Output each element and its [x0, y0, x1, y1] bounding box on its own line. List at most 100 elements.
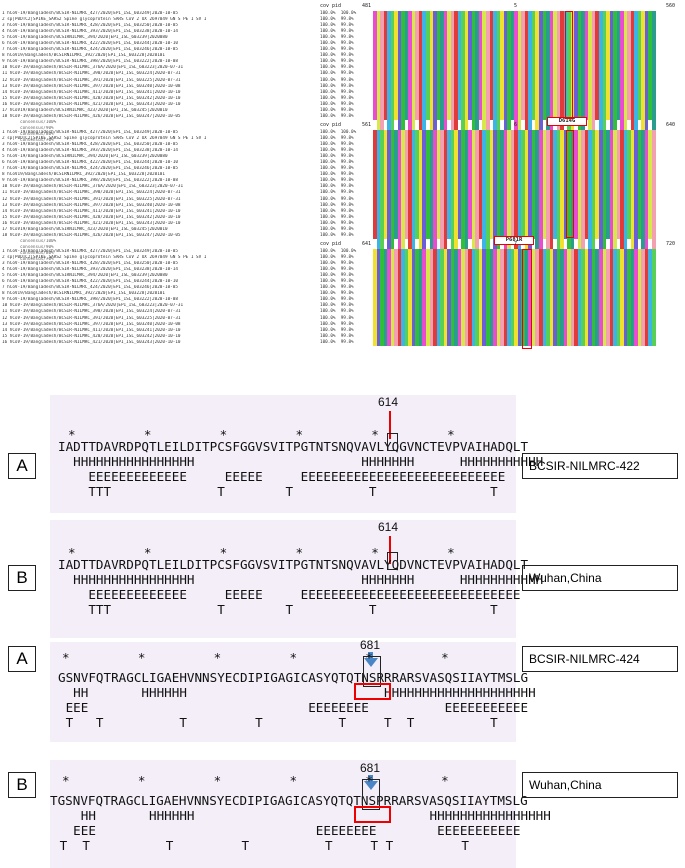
sequence-id: 11 hCoV-19/Bangladesh/BCSIR-NILMRC_390/2…	[2, 71, 181, 77]
sequence-stat: 100.0% 99.8%	[320, 142, 354, 148]
sequence-stat: 100.0% 99.8%	[320, 107, 354, 113]
sequence-stat: 100.0% 99.8%	[320, 214, 354, 220]
helix-highlight-box	[354, 683, 391, 700]
consensus-label: consensus/80%	[20, 250, 54, 256]
mutation-label: P681R	[494, 236, 534, 245]
sequence-id: 1 hCoV-19/Bangladesh/BCSIR-NILMRC_427/20…	[2, 249, 178, 254]
sequence-id: 12 hCoV-19/Bangladesh/BCSIR-NILMRC_391/2…	[2, 196, 181, 202]
strand-row: EEE EEEEEEEE EEEEEEEEEEE	[58, 700, 529, 715]
sequence-id: 15 hCoV-19/Bangladesh/BCSIR-NILMRC_420/2…	[2, 214, 181, 220]
helix-highlight-box	[354, 806, 391, 823]
sequence-id: 1 hCoV-19/Bangladesh/BCSIR-NILMRC_427/20…	[2, 130, 178, 135]
sequence-stat: 100.0% 99.8%	[320, 315, 354, 321]
block-end: 640	[666, 122, 676, 128]
sequence: GSNVFQTRAGCLIGAEHVNNSYECDIPIGAGICASYQTQT…	[58, 670, 529, 685]
position-label: 614	[378, 520, 399, 534]
sequence-stat: 100.0% 99.8%	[320, 59, 354, 65]
sequence-stat: 100.0% 99.8%	[320, 178, 354, 184]
mutation-label: D614G	[547, 117, 587, 126]
sequence-stat: 100.0% 99.8%	[320, 255, 354, 261]
sequence-stat: 100.0% 99.8%	[320, 208, 354, 214]
sequence-stat: 100.0% 100.0%	[320, 130, 357, 135]
sequence-stat: 100.0% 99.8%	[320, 136, 354, 142]
sequence-ids: 1 hCoV-19/Bangladesh/BCSIR-NILMRC_427/20…	[2, 249, 206, 346]
sequence-id: 10 hCoV-19/Bangladesh/BCSIR-NILMRC_376A/…	[2, 184, 184, 190]
sequence-stat: 100.0% 99.8%	[320, 154, 354, 160]
sequence-id: 8 hCoV19/Bangladesh/BCSIRNILMRC_392/2020…	[2, 53, 165, 59]
sequence-stat: 100.0% 99.8%	[320, 95, 354, 101]
sequence-id: 14 hCoV-19/Bangladesh/BCSIR-NILMRC_411/2…	[2, 89, 181, 95]
sequence-stat: 100.0% 99.8%	[320, 303, 354, 309]
sequence-id: 18 hCoV-19/Bangladesh/BCSIR-NILMRC_426/2…	[2, 113, 181, 119]
organism-label: Wuhan,China	[522, 772, 678, 798]
mutation-column-box	[522, 249, 532, 349]
sequence-stat: 100.0% 99.8%	[320, 41, 354, 47]
panel-label: B	[8, 772, 36, 798]
turn-row: TTT T T T T	[58, 602, 498, 617]
sequence-stat: 100.0% 99.8%	[320, 47, 354, 53]
sequence-stat: 100.0% 99.8%	[320, 202, 354, 208]
panel-background	[50, 395, 516, 513]
position-label: 681	[360, 638, 381, 652]
sequence-stat: 100.0% 99.8%	[320, 220, 354, 226]
position-arrow	[368, 652, 373, 658]
turn-row: TTT T T T T	[58, 484, 498, 499]
panel-label: A	[8, 646, 36, 672]
panel-b-614: B Wuhan,China 614 * * * * * * IADTTDAVRD…	[0, 520, 685, 638]
turn-row: T T T T T T T T	[52, 838, 470, 853]
sequence-stat: 100.0% 99.8%	[320, 333, 354, 339]
sequence-stat: 100.0% 99.8%	[320, 291, 354, 297]
sequence-id: 15 hCoV-19/Bangladesh/BCSIR-NILMRC_420/2…	[2, 95, 181, 101]
sequence: IADTTDAVRDPQTLEILDITPCSFGGVSVITPGTNTSNQV…	[58, 439, 529, 454]
mutation-column-box	[565, 11, 573, 119]
cov-header: cov pid	[320, 241, 342, 247]
sequence-id: 2 sp|P0DTC2|SPIKE_SARS2 Spike glycoprote…	[2, 136, 207, 142]
cov-header: cov pid	[320, 3, 342, 9]
sequence-stat: 100.0% 99.8%	[320, 71, 354, 77]
block-start: 641	[362, 241, 372, 247]
sequence-stat: 100.0% 99.8%	[320, 279, 354, 285]
sequence-stat: 100.0% 99.8%	[320, 77, 354, 83]
star-ruler: * * * * * *	[68, 427, 455, 442]
residue-box	[387, 552, 398, 570]
mutation-column-box	[566, 130, 574, 238]
consensus-label: consensus/70%	[20, 256, 54, 262]
position-label: 681	[360, 761, 381, 775]
position-marker	[389, 536, 391, 564]
sequence-id: 1 hCoV-19/Bangladesh/BCSIR-NILMRC_427/20…	[2, 11, 178, 16]
sequence-id: 4 hCoV-19/Bangladesh/BCSIR-NILMRC_393/20…	[2, 267, 178, 273]
block-mid: 7	[514, 241, 518, 247]
sequence-id: 5 hCoV-19/Bangladesh/BCSIRNILMRC_394/202…	[2, 273, 168, 279]
sequence-id: 8 hCoV19/Bangladesh/BCSIRNILMRC_392/2020…	[2, 291, 165, 297]
sequence-id: 10 hCoV-19/Bangladesh/BCSIR-NILMRC_376A/…	[2, 65, 184, 71]
sequence-stat: 100.0% 99.8%	[320, 29, 354, 35]
position-marker	[389, 411, 391, 439]
residue-box	[387, 433, 398, 451]
alignment-block: cov pid 641 7 720 1 hCoV-19/Bangladesh/BCSIR…	[0, 241, 685, 359]
sequence-stat: 100.0% 100.0%	[320, 11, 357, 16]
panel-a-681: A BCSIR-NILMRC-424 681 * * * * * * GSNVF…	[0, 638, 685, 742]
sequence-id: 8 hCoV19/Bangladesh/BCSIRNILMRC_392/2020…	[2, 172, 165, 178]
sequence-stat: 100.0% 99.8%	[320, 321, 354, 327]
sequence-stat: 100.0% 99.8%	[320, 267, 354, 273]
sequence-id: 7 hCoV-19/Bangladesh/BCSIR-NILMRC_424/20…	[2, 285, 178, 291]
sequence-id: 6 hCoV-19/Bangladesh/BCSIR-NILMRC_422/20…	[2, 160, 178, 166]
sequence-stat: 100.0% 99.8%	[320, 327, 354, 333]
sequence-ids: 1 hCoV-19/Bangladesh/BCSIR-NILMRC_427/20…	[2, 11, 206, 144]
sequence-id: 3 hCoV-19/Bangladesh/BCSIR-NILMRC_428/20…	[2, 23, 178, 29]
sequence: TGSNVFQTRAGCLIGAEHVNNSYECDIPIGAGICASYQTQ…	[50, 793, 528, 808]
sequence-stat: 100.0% 99.8%	[320, 232, 354, 238]
cov-header: cov pid	[320, 122, 342, 128]
sequence-stat: 100.0% 99.8%	[320, 148, 354, 154]
sequence-stat: 100.0% 99.8%	[320, 297, 354, 303]
sequence-id: 18 hCoV-19/Bangladesh/BCSIR-NILMRC_426/2…	[2, 232, 181, 238]
panel-background	[50, 642, 516, 742]
sequence-stat: 100.0% 99.8%	[320, 113, 354, 119]
sequence-stat: 100.0% 99.8%	[320, 226, 354, 232]
sequence-id: 6 hCoV-19/Bangladesh/BCSIR-NILMRC_422/20…	[2, 41, 178, 47]
block-end: 720	[666, 241, 676, 247]
sequence-stat: 100.0% 99.8%	[320, 101, 354, 107]
helix-row: HH HHHHHH HHHHHHHHHHHHHHHHHHHH	[58, 685, 536, 700]
sequence: IADTTDAVRDPQTLEILDITPCSFGGVSVITPGTNTSNQV…	[58, 557, 529, 572]
